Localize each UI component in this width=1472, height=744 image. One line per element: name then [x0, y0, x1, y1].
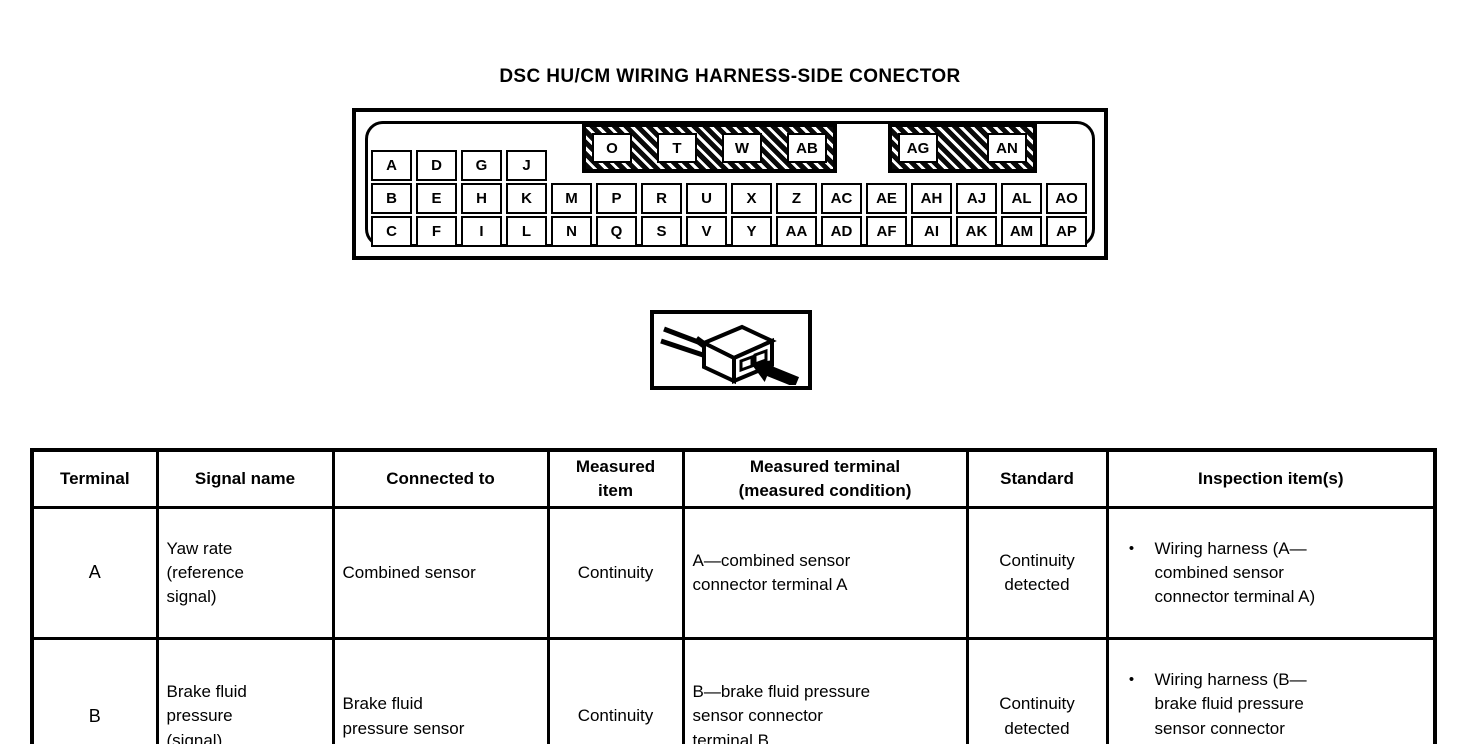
col-header-measured-terminal: Measured terminal (measured condition) [681, 448, 969, 509]
connector-terminal-cell: C [371, 216, 412, 247]
connector-terminal-cell: J [506, 150, 547, 181]
cell-inspection-items: • Wiring harness (B— brake fluid pressur… [1105, 637, 1437, 744]
inspection-item-text: Wiring harness (A— combined sensor conne… [1154, 538, 1316, 606]
table-body: A Yaw rate (reference signal) Combined s… [30, 505, 1437, 744]
connector-terminal-cell: S [641, 216, 682, 247]
connector-terminal-cell: AO [1046, 183, 1087, 214]
connector-terminal-cell: U [686, 183, 727, 214]
col-header-connected-to: Connected to [331, 448, 550, 509]
connector-terminal-cell: AA [776, 216, 817, 247]
connector-housing-outline [365, 121, 1095, 247]
terminal-row-2: B E H K M P R U X Z AC AE [371, 183, 1087, 214]
connector-terminal-cell: O [592, 133, 632, 163]
connector-terminal-cell: D [416, 150, 457, 181]
cell-inspection-items: • Wiring harness (A— combined sensor con… [1105, 505, 1437, 641]
inspection-bullet-item: • Wiring harness (A— combined sensor con… [1115, 537, 1428, 609]
inspection-item-text: Wiring harness (B— brake fluid pressure … [1154, 670, 1307, 744]
connector-terminal-cell: AH [911, 183, 952, 214]
connector-terminal-cell: AP [1046, 216, 1087, 247]
connector-terminal-cell: Q [596, 216, 637, 247]
col-header-signal-name: Signal name [155, 448, 335, 509]
connector-terminal-cell: M [551, 183, 592, 214]
connector-terminal-cell: P [596, 183, 637, 214]
inspection-bullet-item: • Wiring harness (B— brake fluid pressur… [1115, 668, 1428, 744]
connector-terminal-cell: R [641, 183, 682, 214]
cell-standard: Continuity detected [965, 505, 1109, 641]
shaded-terminal-band-1: O T W AB [582, 123, 837, 173]
connector-terminal-cell: AF [866, 216, 907, 247]
col-header-terminal: Terminal [30, 448, 159, 509]
connector-terminal-cell: AC [821, 183, 862, 214]
connector-terminal-cell: F [416, 216, 457, 247]
connector-terminal-cell: W [722, 133, 762, 163]
cell-connected-to: Combined sensor [331, 505, 550, 641]
connector-terminal-cell: AJ [956, 183, 997, 214]
connector-terminal-cell: AI [911, 216, 952, 247]
connector-terminal-cell: Z [776, 183, 817, 214]
terminal-row-1: A D G J [371, 150, 547, 181]
connector-terminal-cell: AG [898, 133, 938, 163]
connector-pinout-diagram: O T W AB AG AN A D G J [352, 108, 1108, 260]
terminal-inspection-table: Terminal Signal name Connected to Measur… [30, 448, 1437, 744]
cell-measured-item: Continuity [546, 505, 685, 641]
connector-terminal-cell: V [686, 216, 727, 247]
table-row: A Yaw rate (reference signal) Combined s… [30, 505, 1437, 641]
connector-terminal-cell: AD [821, 216, 862, 247]
terminal-row-3: C F I L N Q S V Y AA AD AF [371, 216, 1087, 247]
connector-terminal-cell: T [657, 133, 697, 163]
connector-terminal-cell: K [506, 183, 547, 214]
table-row: B Brake fluid pressure (signal) Brake fl… [30, 637, 1437, 744]
cell-signal-name: Brake fluid pressure (signal) [155, 637, 335, 744]
connector-terminal-cell: X [731, 183, 772, 214]
connector-terminal-cell: AB [787, 133, 827, 163]
col-header-measured-item: Measured item [546, 448, 685, 509]
connector-terminal-cell: Y [731, 216, 772, 247]
connector-terminal-cell: G [461, 150, 502, 181]
connector-terminal-cell: H [461, 183, 502, 214]
connector-illustration-frame [650, 310, 812, 390]
connector-terminal-cell: AM [1001, 216, 1042, 247]
connector-terminal-cell: A [371, 150, 412, 181]
connector-terminal-cell: L [506, 216, 547, 247]
connector-terminal-cell: AL [1001, 183, 1042, 214]
connector-with-arrow-icon [660, 324, 800, 385]
cell-signal-name: Yaw rate (reference signal) [155, 505, 335, 641]
table-header-row: Terminal Signal name Connected to Measur… [30, 448, 1437, 509]
cell-standard: Continuity detected [965, 637, 1109, 744]
cell-connected-to: Brake fluid pressure sensor [331, 637, 550, 744]
bullet-icon: • [1128, 671, 1135, 689]
connector-terminal-cell: AK [956, 216, 997, 247]
bullet-icon: • [1128, 539, 1135, 557]
cell-terminal: B [30, 637, 159, 744]
connector-terminal-cell: I [461, 216, 502, 247]
col-header-standard: Standard [965, 448, 1109, 509]
shaded-terminal-band-2: AG AN [888, 123, 1037, 173]
col-header-inspection-items: Inspection item(s) [1105, 448, 1437, 509]
cell-measured-terminal: B—brake fluid pressure sensor connector … [681, 637, 969, 744]
cell-measured-terminal: A—combined sensor connector terminal A [681, 505, 969, 641]
connector-terminal-cell: AN [987, 133, 1027, 163]
connector-terminal-cell: N [551, 216, 592, 247]
cell-terminal: A [30, 505, 159, 641]
connector-terminal-cell: AE [866, 183, 907, 214]
connector-terminal-cell: E [416, 183, 457, 214]
connector-terminal-cell: B [371, 183, 412, 214]
connector-diagram-title: DSC HU/CM WIRING HARNESS-SIDE CONECTOR [499, 66, 961, 87]
cell-measured-item: Continuity [546, 637, 685, 744]
